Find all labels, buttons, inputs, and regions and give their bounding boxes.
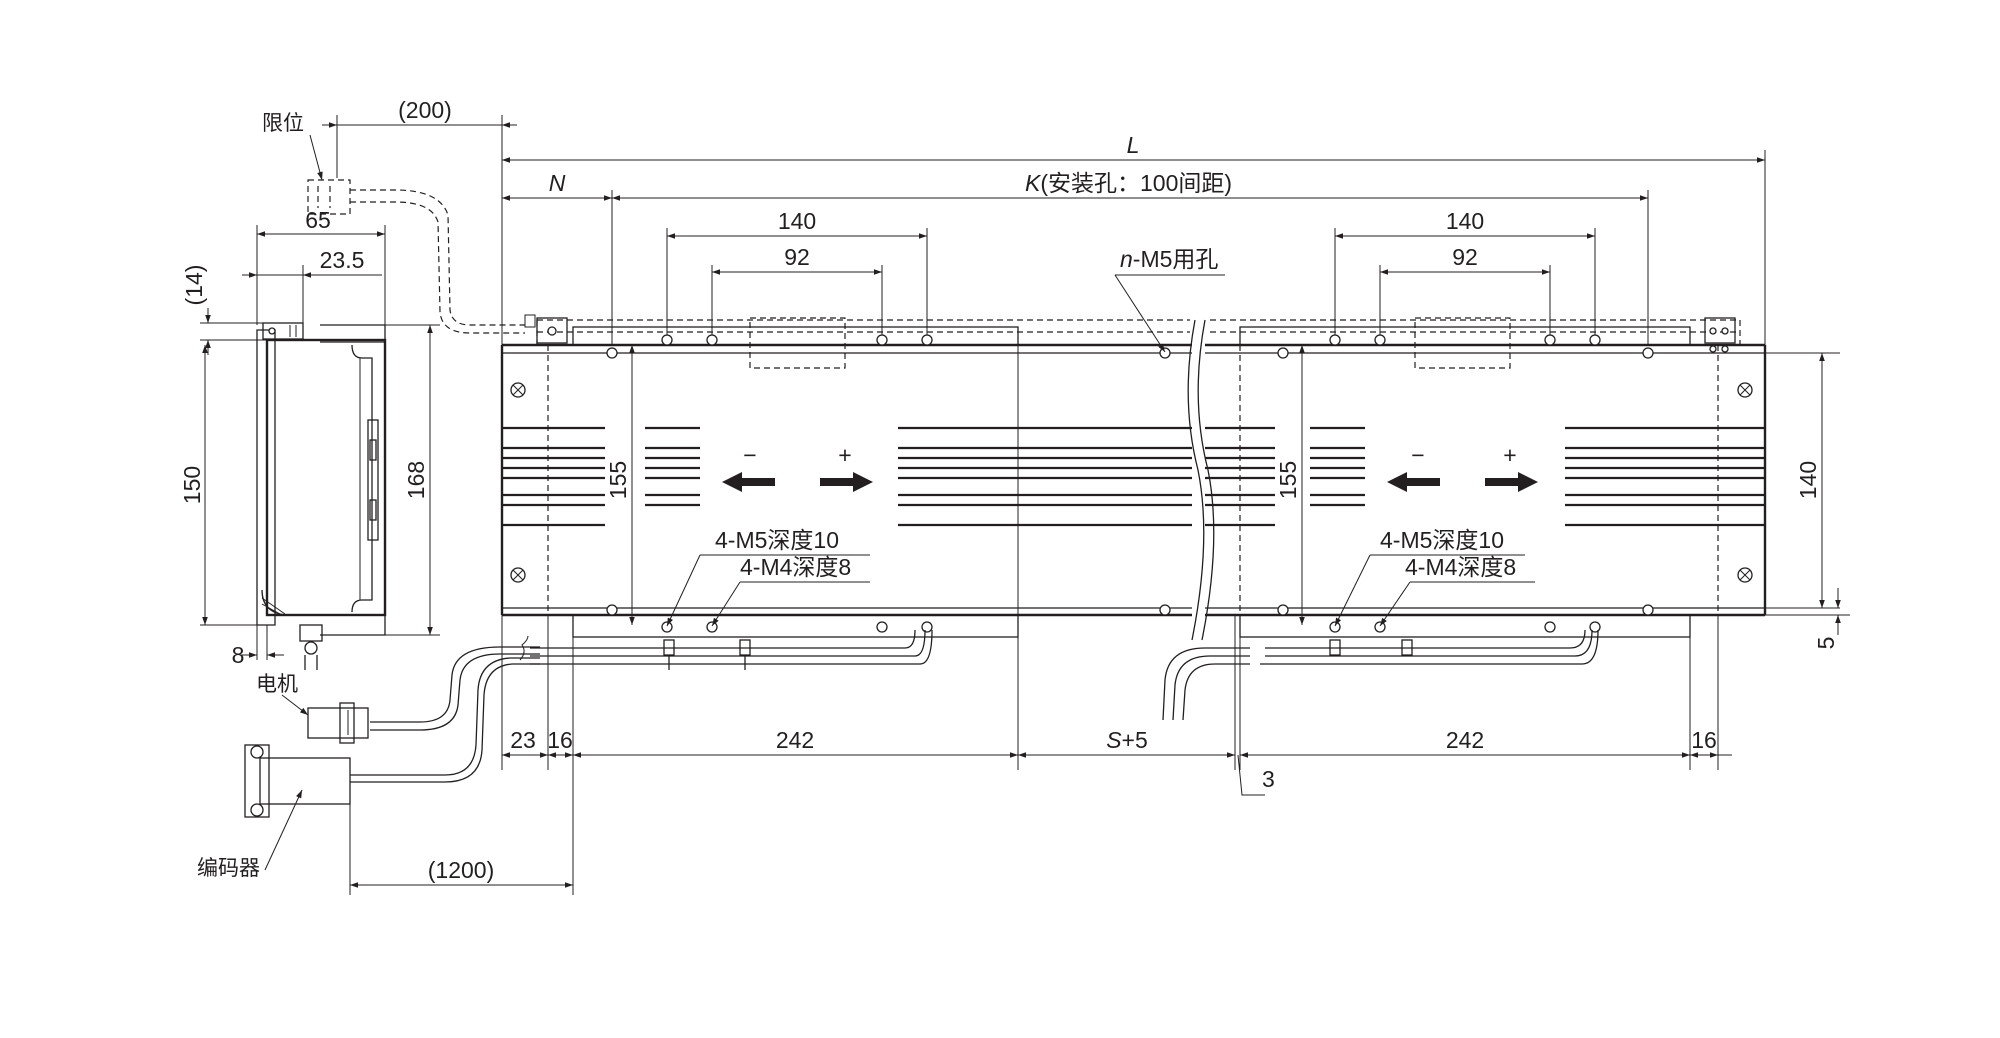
dim-K-label: K(安装孔：100间距) <box>1025 170 1232 196</box>
dim-92-left: 92 <box>784 244 810 270</box>
dim-14: (14) <box>181 265 207 306</box>
dimension-texts: (200) L N K(安装孔：100间距) 140 92 140 92 n-M… <box>179 97 1839 883</box>
dim-cable-encoder: (1200) <box>428 857 494 883</box>
motor-encoder-cables <box>244 646 540 818</box>
dim-L: L <box>1127 132 1140 158</box>
minus-sign-right: − <box>1411 442 1424 468</box>
plus-sign-right: + <box>1503 442 1516 468</box>
main-body: − + − + <box>500 314 1767 721</box>
dim-23-5: 23.5 <box>320 247 365 273</box>
dim-S-plus-5: S+5 <box>1106 727 1148 753</box>
dim-3: 3 <box>1262 766 1275 792</box>
dim-5: 5 <box>1813 637 1839 650</box>
dim-23: 23 <box>510 727 536 753</box>
dim-8: 8 <box>232 642 245 668</box>
dim-150: 150 <box>179 466 205 504</box>
callout-labels: 限位 电机 编码器 4-M5深度10 4-M4深度8 4-M5深度10 4-M4… <box>197 112 1516 880</box>
dim-140-right: 140 <box>1446 208 1484 234</box>
slider-top-left <box>572 326 1019 346</box>
direction-arrow-right-icon <box>820 472 1538 492</box>
m5-depth-label-right: 4-M5深度10 <box>1380 527 1504 553</box>
side-view <box>256 322 387 670</box>
limit-connector <box>307 179 351 215</box>
side-body <box>265 338 387 617</box>
motor-connector <box>307 707 369 739</box>
m4-depth-label-left: 4-M4深度8 <box>740 554 851 580</box>
dim-155-left: 155 <box>605 461 631 499</box>
m5-depth-label-left: 4-M5深度10 <box>715 527 839 553</box>
grooves-right <box>1205 426 1765 527</box>
limit-label: 限位 <box>262 112 304 135</box>
dim-140-vertical: 140 <box>1795 461 1821 499</box>
direction-arrow-left-icon <box>722 472 1440 492</box>
motor-label: 电机 <box>256 673 298 696</box>
side-limit-sensor <box>262 322 304 340</box>
m4-depth-label-right: 4-M4深度8 <box>1405 554 1516 580</box>
slider-bottom-right <box>1239 614 1691 638</box>
dim-155-right: 155 <box>1275 461 1301 499</box>
slider-bottom-left <box>572 614 1019 638</box>
dim-168: 168 <box>403 461 429 499</box>
dimension-lines <box>200 115 1850 895</box>
limit-cable <box>307 179 525 334</box>
dim-242-right: 242 <box>1446 727 1484 753</box>
grooves-left <box>502 426 1192 527</box>
encoder-label: 编码器 <box>197 857 260 880</box>
dim-140-left: 140 <box>778 208 816 234</box>
encoder-connector <box>244 744 270 818</box>
dim-65: 65 <box>305 207 331 233</box>
n-holes-label: n-M5用孔 <box>1120 246 1218 272</box>
minus-sign-left: − <box>743 442 756 468</box>
plus-sign-left: + <box>838 442 851 468</box>
slider-top-right <box>1239 326 1691 346</box>
dim-N: N <box>549 170 566 196</box>
dim-16-right: 16 <box>1691 727 1717 753</box>
mounting-screw-icon <box>510 382 1753 583</box>
dim-92-right: 92 <box>1452 244 1478 270</box>
dim-16-left: 16 <box>547 727 573 753</box>
dim-242-left: 242 <box>776 727 814 753</box>
mounting-holes <box>606 334 1654 633</box>
dim-cable-limit: (200) <box>398 97 452 123</box>
